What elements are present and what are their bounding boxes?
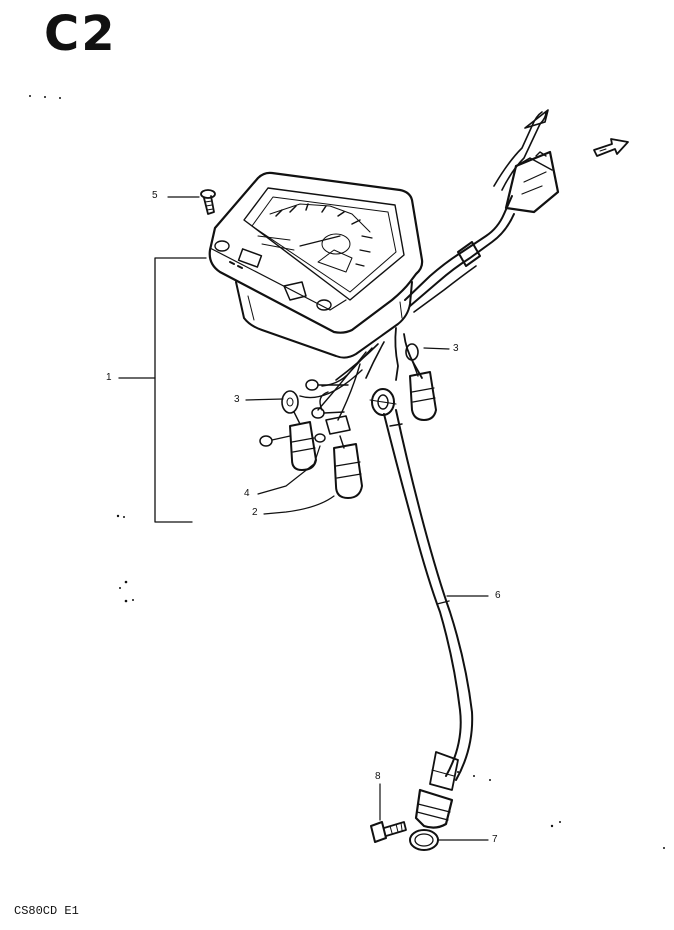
footer-code: CS80CD E1 xyxy=(14,904,79,918)
callout-3-left: 3 xyxy=(234,394,240,405)
ring-terminals xyxy=(260,380,348,446)
o-ring-7 xyxy=(410,830,438,850)
bulb-4 xyxy=(320,392,350,434)
print-specks xyxy=(29,95,665,849)
bulb-socket-3-right xyxy=(406,344,436,420)
bulb-socket-2 xyxy=(334,436,362,498)
callout-3-right: 3 xyxy=(453,343,459,354)
callout-1-bracket xyxy=(119,258,206,522)
cable-end-fitting xyxy=(416,752,458,828)
arrow-right-icon xyxy=(594,139,628,156)
callout-8: 8 xyxy=(375,771,381,782)
cable-grommet xyxy=(370,389,396,415)
wiring-harness xyxy=(300,110,558,420)
callout-7: 7 xyxy=(492,834,498,845)
bulb-socket-3-left xyxy=(282,391,316,470)
callout-6: 6 xyxy=(495,590,501,601)
screw-5 xyxy=(201,190,215,214)
bolt-8 xyxy=(371,822,406,842)
callout-2: 2 xyxy=(252,507,258,518)
leader-lines xyxy=(168,197,488,840)
callout-1: 1 xyxy=(106,372,112,383)
callout-4: 4 xyxy=(244,488,250,499)
page-code: C2 xyxy=(44,6,117,62)
speedometer-cable xyxy=(384,410,472,780)
callout-5: 5 xyxy=(152,190,158,201)
speedometer-housing xyxy=(210,173,422,358)
